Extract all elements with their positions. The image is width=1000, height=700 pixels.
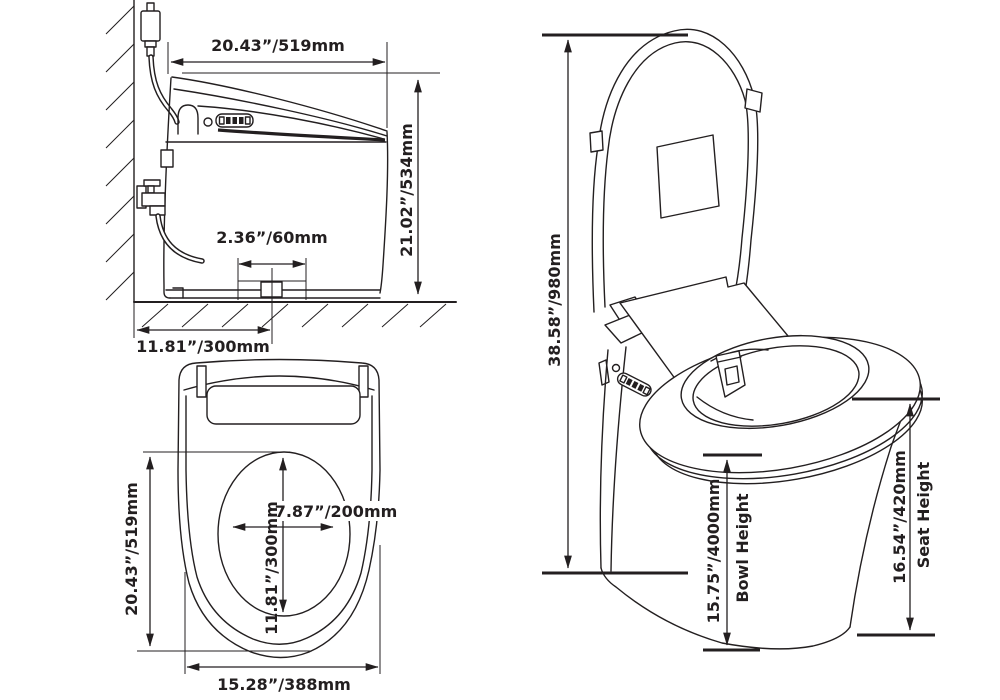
side-control-panel [203, 113, 254, 128]
lid-front-arc [183, 375, 375, 391]
top-view-body [177, 358, 381, 659]
dim-side-top-width-label: 20.43”/519mm [211, 36, 345, 55]
perspective-control-panel [611, 363, 652, 397]
dim-bowl-width: 7.87”/200mm [232, 501, 398, 531]
perspective-view: 38.58”/980mm 15.75”/4000mm Bowl Height 1… [542, 28, 940, 652]
bowl-cavity-line [696, 396, 754, 421]
power-led-icon [203, 117, 213, 127]
dim-open-height-label: 38.58”/980mm [545, 233, 564, 367]
dim-open-height: 38.58”/980mm [542, 33, 688, 575]
dim-top-width: 15.28”/388mm [184, 545, 381, 694]
dim-seat-height: 16.54”/420mm Seat Height [852, 397, 940, 637]
seat-arch-detail [177, 104, 199, 135]
dim-bowl-length: 11.81”/300mm [262, 457, 287, 635]
floor [133, 301, 457, 328]
lid-bumper-left [589, 130, 604, 153]
lid-bumper-right [744, 88, 763, 113]
power-plug [140, 2, 161, 57]
dim-bowl-width-label: 7.87”/200mm [275, 502, 398, 521]
dim-bowl-height: 15.75”/4000mm Bowl Height [703, 453, 762, 652]
dim-bowl-height-caption: Bowl Height [733, 493, 752, 603]
top-view: 20.43”/519mm 11.81”/300mm 7.87”/200mm 15… [122, 358, 398, 694]
bowl-opening [217, 451, 351, 617]
dim-trap-offset: 2.36”/60mm [216, 228, 328, 344]
lid-panel [206, 385, 361, 425]
dim-side-height: 21.02”/534mm [182, 72, 440, 295]
open-lid [589, 28, 763, 313]
dim-rough-in-label: 11.81”/300mm [136, 337, 270, 356]
power-cord [148, 54, 180, 125]
back-connector [160, 149, 174, 168]
dim-side-height-label: 21.02”/534mm [397, 123, 416, 257]
dim-bowl-length-label: 11.81”/300mm [262, 501, 281, 635]
side-view: 20.43”/519mm 21.02”/534mm 2.36”/60mm 11.… [105, 0, 457, 356]
water-supply-valve [136, 179, 205, 264]
dim-seat-height-caption: Seat Height [914, 461, 933, 568]
toilet-side-profile [160, 76, 389, 299]
dim-top-width-label: 15.28”/388mm [217, 675, 351, 694]
dim-trap-offset-label: 2.36”/60mm [216, 228, 327, 247]
power-led-icon [611, 363, 621, 373]
wall [105, 0, 135, 303]
body-side-slot [598, 359, 610, 386]
dim-top-length: 20.43”/519mm [122, 451, 312, 652]
hinge-tab-left [196, 365, 207, 398]
dim-seat-height-value: 16.54”/420mm [890, 450, 909, 584]
dim-top-length-label: 20.43”/519mm [122, 482, 141, 616]
dim-rough-in: 11.81”/300mm [133, 302, 271, 356]
dim-side-top-width: 20.43”/519mm [167, 36, 388, 128]
bidet-nozzle [715, 350, 746, 398]
lid-display-panel [656, 134, 720, 219]
inner-outline [185, 395, 373, 645]
dim-bowl-height-value: 15.75”/4000mm [704, 479, 723, 624]
hinge-tab-right [358, 365, 369, 398]
